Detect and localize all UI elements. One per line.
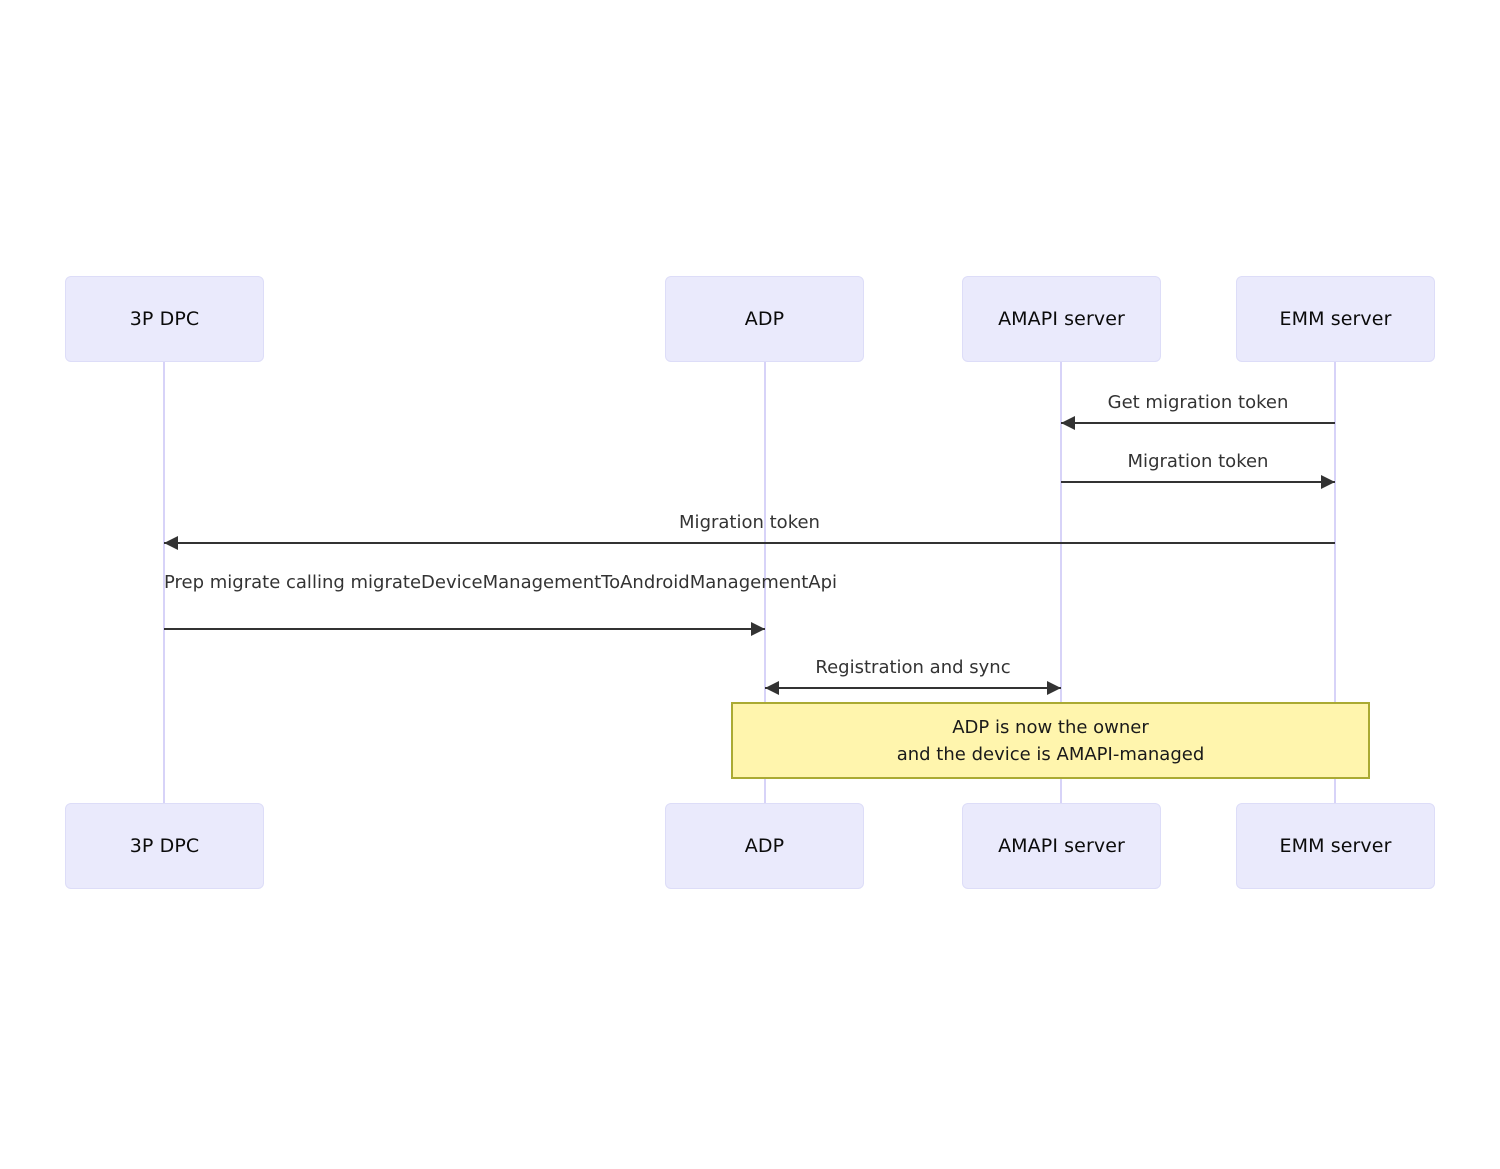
participant-label: AMAPI server [998, 308, 1125, 330]
participant-top-adp[interactable]: ADP [665, 276, 864, 362]
arrowhead-left-migration-token-emm-dpc [164, 536, 178, 550]
lifeline-adp [764, 362, 766, 803]
participant-bottom-3p-dpc[interactable]: 3P DPC [65, 803, 264, 889]
arrowhead-left-get-migration-token [1061, 416, 1075, 430]
note-adp-owner: ADP is now the owner and the device is A… [731, 702, 1370, 779]
arrowhead-right-registration-and-sync [1047, 681, 1061, 695]
participant-top-amapi-server[interactable]: AMAPI server [962, 276, 1161, 362]
participant-label: 3P DPC [129, 308, 200, 330]
participant-bottom-amapi-server[interactable]: AMAPI server [962, 803, 1161, 889]
participant-bottom-adp[interactable]: ADP [665, 803, 864, 889]
lifeline-amapi-server [1060, 362, 1062, 803]
arrowhead-left-registration-and-sync [765, 681, 779, 695]
message-line-get-migration-token [1061, 422, 1335, 424]
message-line-registration-and-sync [765, 687, 1061, 689]
participant-label: ADP [744, 308, 785, 330]
participant-top-emm-server[interactable]: EMM server [1236, 276, 1435, 362]
note-text: ADP is now the owner and the device is A… [897, 714, 1205, 768]
message-line-prep-migrate [164, 628, 765, 630]
note-line-1: ADP is now the owner [952, 716, 1149, 738]
participant-label: EMM server [1279, 835, 1392, 857]
message-line-migration-token-emm-dpc [164, 542, 1335, 544]
message-label-registration-and-sync: Registration and sync [815, 657, 1011, 678]
participant-label: EMM server [1279, 308, 1392, 330]
participant-label: 3P DPC [129, 835, 200, 857]
lifeline-emm-server [1334, 362, 1336, 803]
participant-label: ADP [744, 835, 785, 857]
message-label-migration-token-emm-dpc: Migration token [679, 512, 820, 533]
participant-top-3p-dpc[interactable]: 3P DPC [65, 276, 264, 362]
message-label-line-1: Prep migrate calling [164, 572, 345, 593]
arrowhead-right-migration-token-amapi-emm [1321, 475, 1335, 489]
lifeline-3p-dpc [163, 362, 165, 803]
message-label-get-migration-token: Get migration token [1107, 392, 1289, 413]
arrowhead-right-prep-migrate [751, 622, 765, 636]
note-line-2: and the device is AMAPI-managed [896, 743, 1205, 765]
message-line-migration-token-amapi-emm [1061, 481, 1335, 483]
message-label-line-2: migrateDeviceManagementToAndroidManageme… [350, 572, 838, 593]
message-label-migration-token-amapi-emm: Migration token [1127, 451, 1269, 472]
participant-label: AMAPI server [998, 835, 1125, 857]
participant-bottom-emm-server[interactable]: EMM server [1236, 803, 1435, 889]
message-label-prep-migrate: Prep migrate calling migrateDeviceManage… [164, 570, 837, 596]
